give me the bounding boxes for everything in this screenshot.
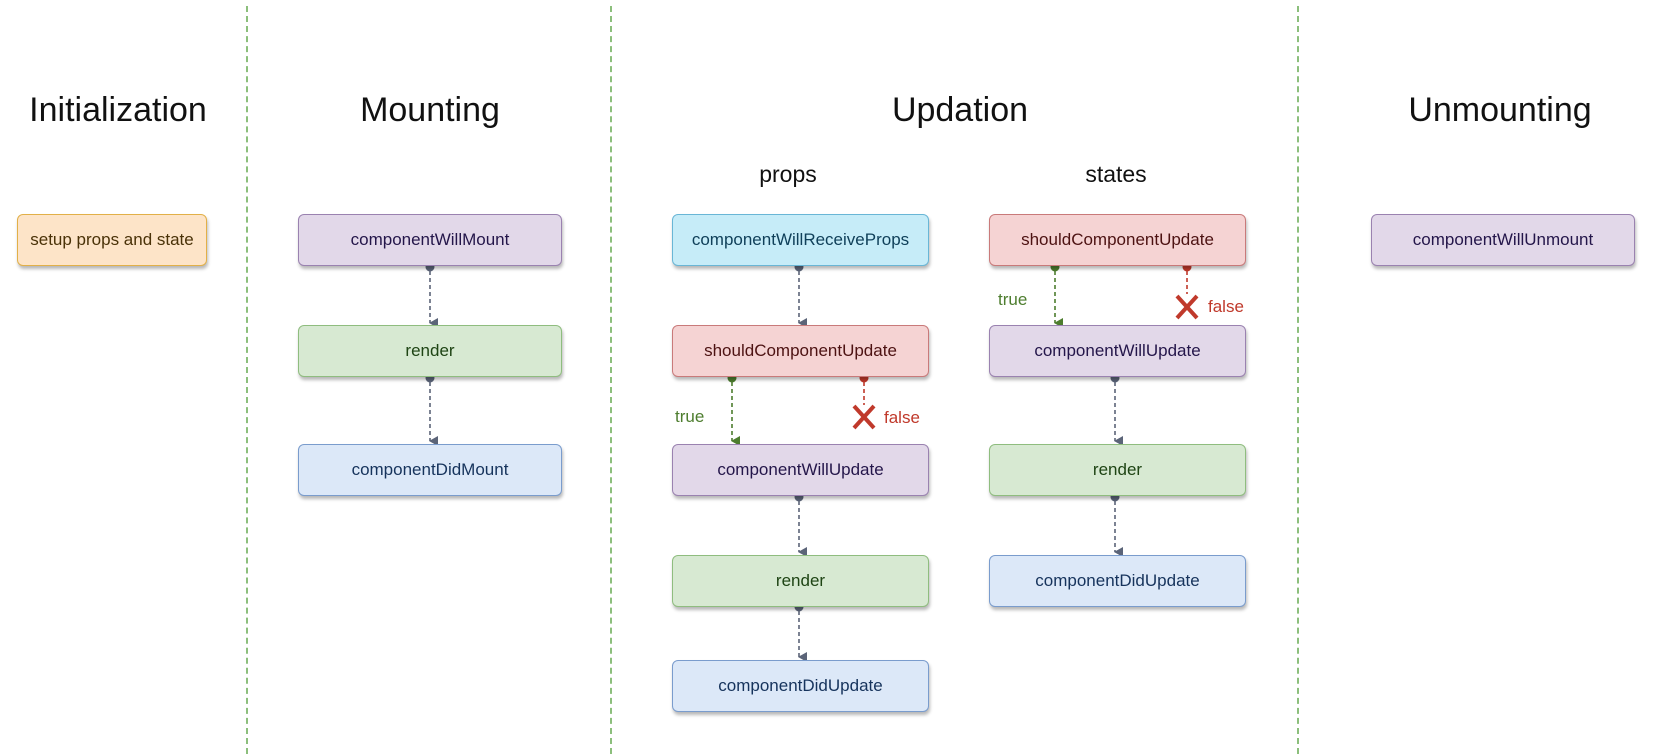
props-false-label: false [884, 408, 920, 427]
group-title-states: states [1085, 161, 1147, 187]
connector-props-4 [794, 602, 807, 662]
states-false-label: false [1208, 297, 1244, 316]
node-mount-render: render [298, 325, 562, 377]
node-props-render: render [672, 555, 929, 607]
node-states-should-component-update: shouldComponentUpdate [989, 214, 1246, 266]
node-states-component-did-update: componentDidUpdate [989, 555, 1246, 607]
connector-mount-2 [425, 373, 438, 446]
node-component-will-receive-props: componentWillReceiveProps [672, 214, 929, 266]
connector-props-false [852, 373, 876, 430]
states-true-label: true [998, 290, 1028, 309]
props-false-x-icon [852, 404, 876, 430]
phase-title-unmounting: Unmounting [1408, 91, 1592, 129]
connector-states-true [1050, 262, 1063, 328]
phase-title-updation: Updation [891, 91, 1029, 129]
node-props-component-did-update: componentDidUpdate [672, 660, 929, 712]
node-props-should-component-update: shouldComponentUpdate [672, 325, 929, 377]
connector-states-false [1175, 262, 1199, 320]
group-title-props: props [759, 161, 817, 187]
connector-props-3 [794, 492, 807, 557]
node-component-will-unmount: componentWillUnmount [1371, 214, 1635, 266]
phase-divider [610, 6, 612, 754]
node-props-component-will-update: componentWillUpdate [672, 444, 929, 496]
connector-states-3 [1110, 492, 1123, 557]
connector-props-true [727, 373, 740, 446]
phase-divider [246, 6, 248, 754]
phase-title-mounting: Mounting [360, 91, 500, 129]
connector-states-2 [1110, 373, 1123, 446]
states-false-x-icon [1175, 294, 1199, 320]
node-component-will-mount: componentWillMount [298, 214, 562, 266]
node-states-render: render [989, 444, 1246, 496]
connector-props-1 [794, 262, 807, 328]
node-states-component-will-update: componentWillUpdate [989, 325, 1246, 377]
phase-divider [1297, 6, 1299, 754]
props-true-label: true [675, 407, 705, 426]
node-component-did-mount: componentDidMount [298, 444, 562, 496]
phase-title-initialization: Initialization [29, 91, 207, 129]
node-setup-props-and-state: setup props and state [17, 214, 207, 266]
connector-mount-1 [425, 262, 438, 328]
